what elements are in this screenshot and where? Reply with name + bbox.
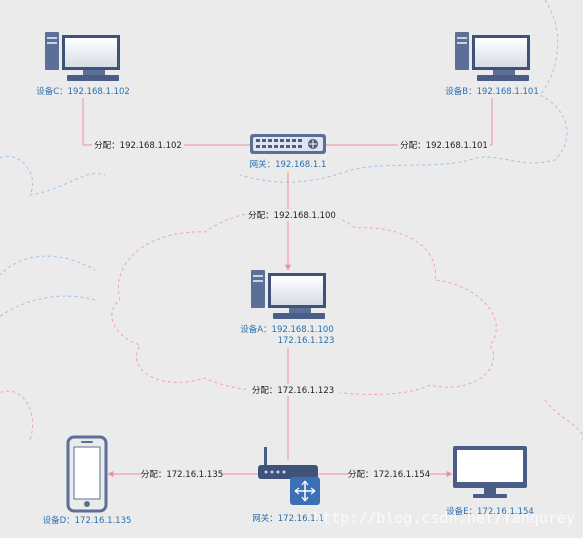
gateway-bottom-label: 网关：172.16.1.1	[252, 513, 323, 524]
gateway-top-label: 网关：192.168.1.1	[250, 159, 327, 170]
smartphone-icon	[66, 435, 108, 513]
device-b-label: 设备B：192.168.1.101	[445, 86, 539, 97]
edge-label-to-b: 分配：192.168.1.101	[400, 141, 488, 151]
device-a-second-ip: 172.16.1.123	[278, 336, 335, 346]
device-e-label: 设备E：172.16.1.154	[446, 506, 534, 517]
network-switch-icon	[250, 134, 326, 154]
edge-label-to-a: 分配：192.168.1.100	[248, 211, 336, 221]
wireless-router-icon	[258, 447, 320, 505]
lower-network-cloud	[0, 208, 583, 441]
device-d-label: 设备D：172.16.1.135	[43, 515, 132, 526]
watermark-text: http://blog.csdn.net/fanqurey	[313, 509, 575, 527]
desktop-computer-icon	[455, 32, 530, 81]
monitor-icon	[453, 446, 527, 498]
device-a-label: 设备A：192.168.1.100	[240, 324, 334, 335]
edge-label-to-d: 分配：172.16.1.135	[141, 470, 223, 480]
edge-label-to-c: 分配：192.168.1.102	[94, 141, 182, 151]
device-c-label: 设备C：192.168.1.102	[36, 86, 130, 97]
upper-network-cloud	[0, 0, 568, 317]
desktop-computer-icon	[251, 270, 326, 319]
desktop-computer-icon	[45, 32, 120, 81]
edge-label-to-bottom-gateway: 分配：172.16.1.123	[252, 386, 334, 396]
edge-label-to-e: 分配：172.16.1.154	[348, 470, 430, 480]
